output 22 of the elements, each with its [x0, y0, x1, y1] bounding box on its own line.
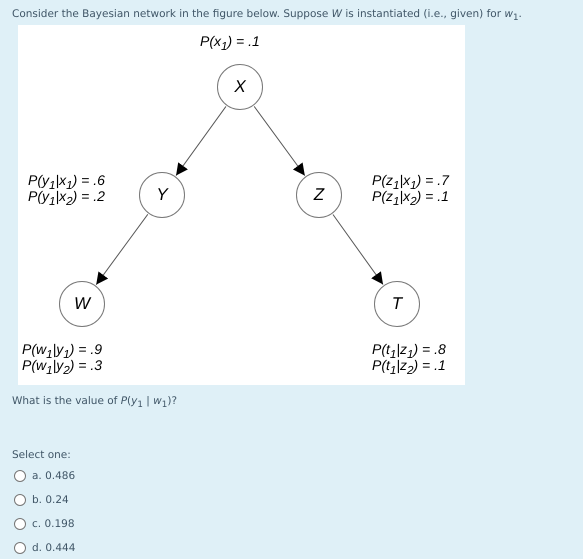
variable-node — [374, 281, 420, 327]
arrow — [254, 106, 306, 176]
variable-node — [217, 64, 263, 110]
arrow — [332, 214, 384, 285]
variable-node — [296, 172, 342, 218]
node-label: W — [74, 294, 90, 314]
node-label: X — [234, 77, 246, 97]
node-label: Z — [314, 185, 324, 205]
node-label: Y — [156, 185, 168, 205]
variable-node — [59, 281, 105, 327]
node-label: T — [392, 294, 402, 314]
option-label: b. 0.24 — [32, 494, 69, 506]
question-text: Consider the Bayesian network in the figure below. Suppose W is instantiated (i.e., given) for w$_{1}$. — [12, 8, 522, 24]
option-label: a. 0.486 — [32, 470, 76, 482]
option-label: d. 0.444 — [32, 542, 76, 554]
option-label: c. 0.198 — [32, 518, 75, 530]
arrow — [176, 106, 226, 176]
variable-node — [139, 172, 185, 218]
question-text: What is the value of P(y$_{1}$ | w$_{1}$)? — [12, 395, 178, 410]
arrow — [96, 214, 148, 286]
probability-label: P(x$_{1}$) = .1 — [200, 33, 260, 55]
prompt-text: Select one: — [12, 449, 71, 461]
